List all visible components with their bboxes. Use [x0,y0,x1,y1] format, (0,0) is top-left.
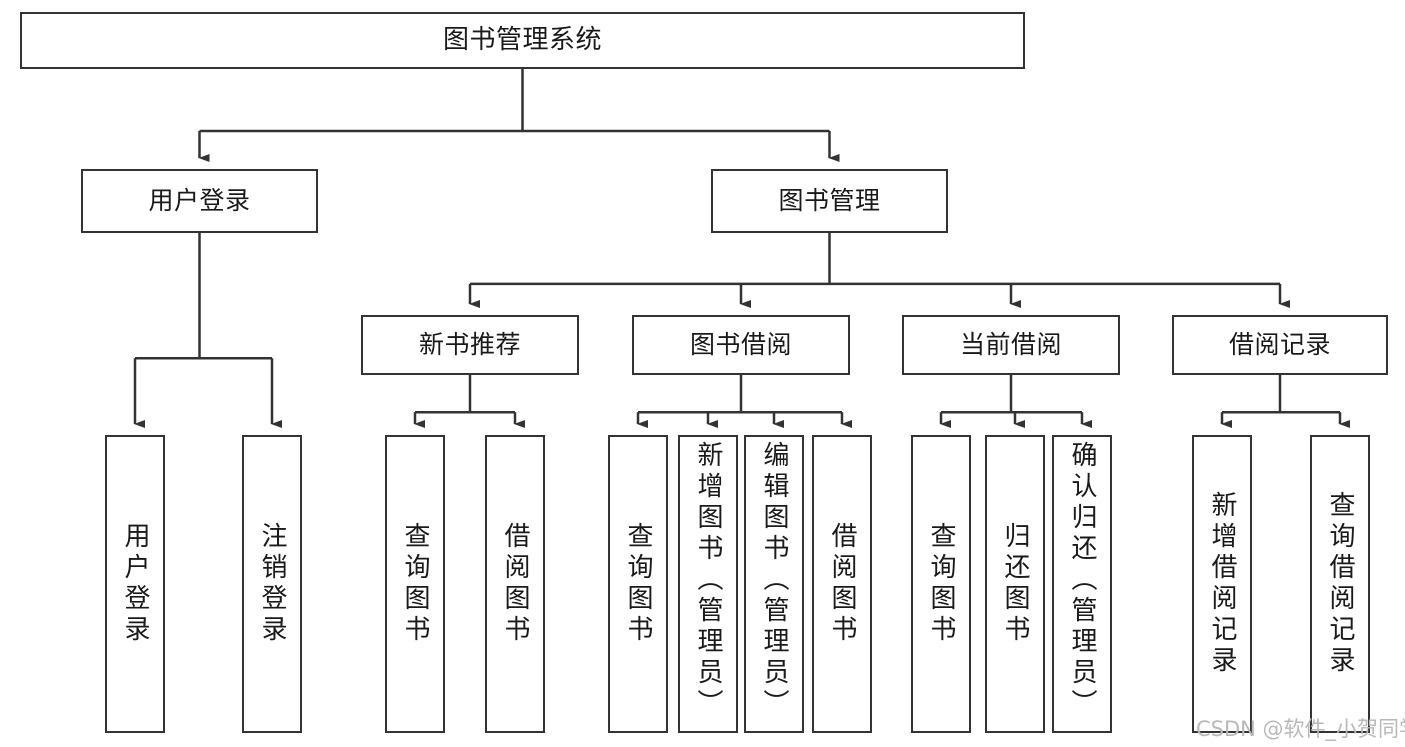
node-user-login-label: 用户登录 [148,186,251,216]
node-book-manage[interactable]: 图书管理 [711,169,948,233]
node-leaf-query-book-current[interactable]: 查询图书 [911,435,971,733]
node-leaf-edit-book[interactable]: 编辑图书（管理员） [744,435,804,733]
node-leaf-user-login[interactable]: 用户登录 [105,435,165,733]
node-leaf-query-book-current-label: 查询图书 [926,522,956,646]
node-leaf-query-book-recommend[interactable]: 查询图书 [385,435,445,733]
node-new-book-recommend[interactable]: 新书推荐 [361,315,579,375]
node-leaf-edit-book-label: 编辑图书（管理员） [759,441,789,720]
node-leaf-query-borrow-record[interactable]: 查询借阅记录 [1310,435,1370,733]
node-leaf-add-book-label: 新增图书（管理员） [693,441,723,720]
node-leaf-confirm-return-label: 确认归还（管理员） [1067,441,1097,720]
csdn-watermark: CSDN @软件_小贺同学 [1196,717,1405,741]
node-new-book-recommend-label: 新书推荐 [418,330,521,360]
node-leaf-query-book-borrow[interactable]: 查询图书 [608,435,668,733]
node-leaf-add-book[interactable]: 新增图书（管理员） [678,435,738,733]
node-user-login[interactable]: 用户登录 [81,169,318,233]
node-leaf-query-book-borrow-label: 查询图书 [623,522,653,646]
node-root-system[interactable]: 图书管理系统 [20,12,1025,69]
node-book-borrow-label: 图书借阅 [689,330,792,360]
node-leaf-user-login-label: 用户登录 [120,522,150,646]
node-current-borrow-label: 当前借阅 [959,330,1062,360]
node-borrow-record-label: 借阅记录 [1228,330,1331,360]
node-book-borrow[interactable]: 图书借阅 [632,315,850,375]
node-leaf-return-book-label: 归还图书 [1000,522,1030,646]
node-leaf-logout[interactable]: 注销登录 [242,435,302,733]
node-root-system-label: 图书管理系统 [442,25,602,56]
node-leaf-add-borrow-record-label: 新增借阅记录 [1207,491,1237,677]
node-book-manage-label: 图书管理 [778,186,881,216]
node-leaf-confirm-return[interactable]: 确认归还（管理员） [1052,435,1112,733]
node-leaf-logout-label: 注销登录 [257,522,287,646]
node-leaf-return-book[interactable]: 归还图书 [985,435,1045,733]
node-leaf-borrow-book-recommend-label: 借阅图书 [500,522,530,646]
node-leaf-add-borrow-record[interactable]: 新增借阅记录 [1192,435,1252,733]
node-borrow-record[interactable]: 借阅记录 [1172,315,1388,375]
node-leaf-query-borrow-record-label: 查询借阅记录 [1325,491,1355,677]
node-leaf-borrow-book-label: 借阅图书 [827,522,857,646]
node-leaf-query-book-recommend-label: 查询图书 [400,522,430,646]
node-leaf-borrow-book[interactable]: 借阅图书 [812,435,872,733]
node-leaf-borrow-book-recommend[interactable]: 借阅图书 [485,435,545,733]
node-current-borrow[interactable]: 当前借阅 [902,315,1120,375]
